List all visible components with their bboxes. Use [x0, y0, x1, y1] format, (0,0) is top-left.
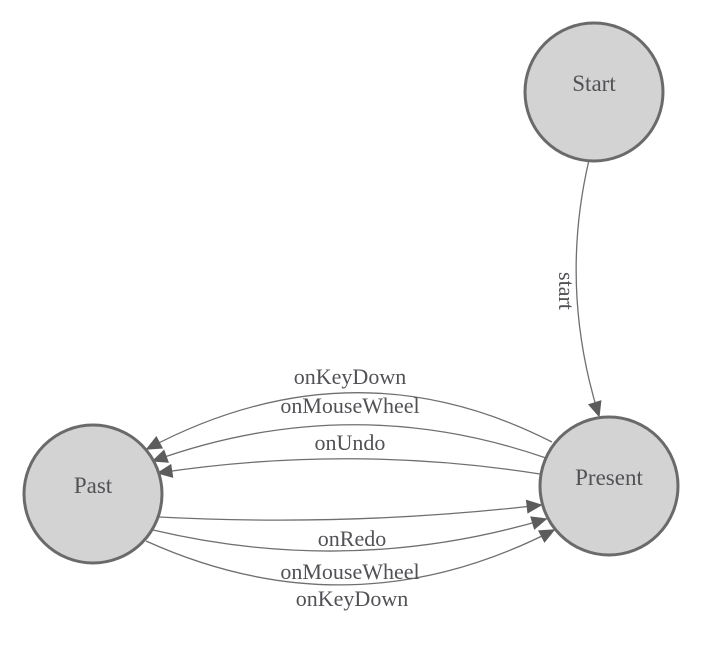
node-present — [538, 415, 680, 557]
edge-label-onkeydown-top: onKeyDown — [294, 364, 406, 389]
node-group — [22, 21, 680, 565]
node-start — [523, 21, 665, 163]
edge-label-onmousewheel-top: onMouseWheel — [280, 393, 419, 418]
edge-label-onmousewheel-bottom: onMouseWheel — [280, 559, 419, 584]
edge-past-present-onredo — [158, 499, 543, 521]
label-group: Start Past Present start onKeyDown onMou… — [74, 71, 644, 611]
edge-present-past-onundo — [156, 458, 541, 478]
edge-past-present-onkeydown — [145, 529, 556, 586]
edge-label-onkeydown-bottom: onKeyDown — [296, 586, 408, 611]
edge-label-start: start — [554, 272, 579, 310]
edge-start-present — [575, 159, 602, 418]
edge-label-onredo: onRedo — [318, 526, 386, 551]
edge-present-past-onmousewheel — [151, 424, 547, 463]
node-past — [22, 423, 164, 565]
node-present-label: Present — [575, 465, 643, 490]
node-past-label: Past — [74, 473, 113, 498]
edge-present-past-onkeydown — [145, 392, 553, 450]
edge-past-present-onmousewheel — [152, 516, 548, 552]
edge-label-onundo: onUndo — [315, 430, 386, 455]
node-start-label: Start — [572, 71, 616, 96]
edge-group — [145, 159, 602, 586]
